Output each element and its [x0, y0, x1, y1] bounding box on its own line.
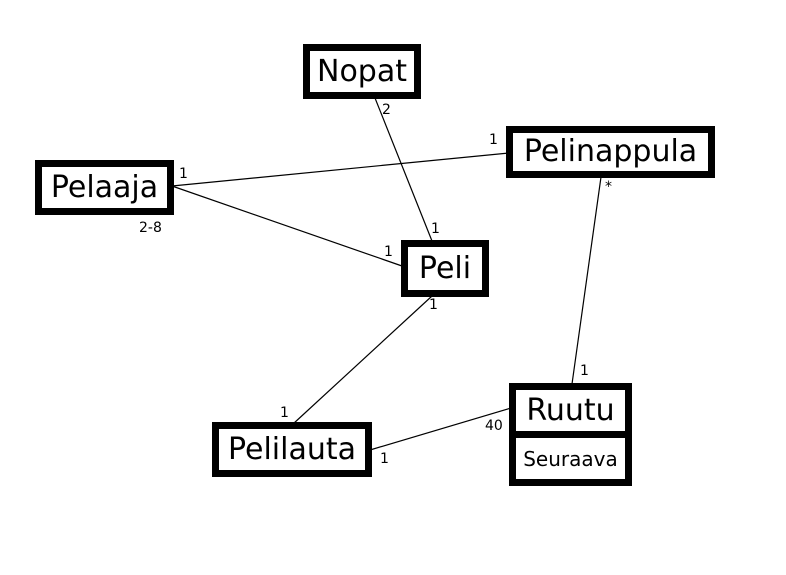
class-ruutu-attribute-box: Seuraava	[509, 431, 632, 486]
multiplicity-pelaaja-end-pelinappula: 1	[179, 166, 188, 182]
association-peli-pelilauta	[292, 295, 433, 425]
class-ruutu-label: Ruutu	[526, 392, 615, 428]
association-pelinappula-ruutu	[571, 176, 602, 385]
class-pelilauta-label: Pelilauta	[227, 431, 357, 467]
multiplicity-peli-end-pelaaja: 1	[384, 244, 393, 260]
multiplicity-peli-end-pelilauta: 1	[429, 297, 438, 313]
class-nopat: Nopat	[303, 44, 421, 99]
class-peli-label: Peli	[418, 250, 472, 286]
class-pelinappula: Pelinappula	[506, 126, 715, 178]
multiplicity-pelinappula-end-pelaaja: 1	[489, 132, 498, 148]
class-nopat-label: Nopat	[317, 53, 407, 89]
class-pelaaja: Pelaaja	[35, 160, 174, 215]
class-pelilauta: Pelilauta	[212, 422, 372, 477]
class-pelaaja-label: Pelaaja	[50, 169, 159, 205]
multiplicity-ruutu-end-pelilauta: 40	[485, 418, 503, 434]
multiplicity-pelilauta-end-ruutu: 1	[380, 451, 389, 467]
class-pelinappula-label: Pelinappula	[523, 134, 698, 169]
multiplicity-pelaaja-end-peli: 2-8	[139, 220, 162, 236]
multiplicity-pelilauta-end-peli: 1	[280, 405, 289, 421]
association-pelaaja-peli	[171, 185, 403, 267]
multiplicity-pelinappula-end-ruutu: *	[605, 179, 612, 195]
class-ruutu: Ruutu	[509, 383, 632, 438]
association-pelilauta-ruutu	[369, 407, 512, 451]
multiplicity-peli-end-nopat: 1	[431, 221, 440, 237]
multiplicity-ruutu-end-pelinappula: 1	[580, 363, 589, 379]
class-peli: Peli	[401, 240, 489, 297]
association-nopat-peli	[374, 97, 433, 242]
multiplicity-nopat-end: 2	[382, 102, 391, 118]
association-pelaaja-pelinappula	[171, 152, 510, 187]
class-ruutu-attribute: Seuraava	[523, 446, 618, 471]
